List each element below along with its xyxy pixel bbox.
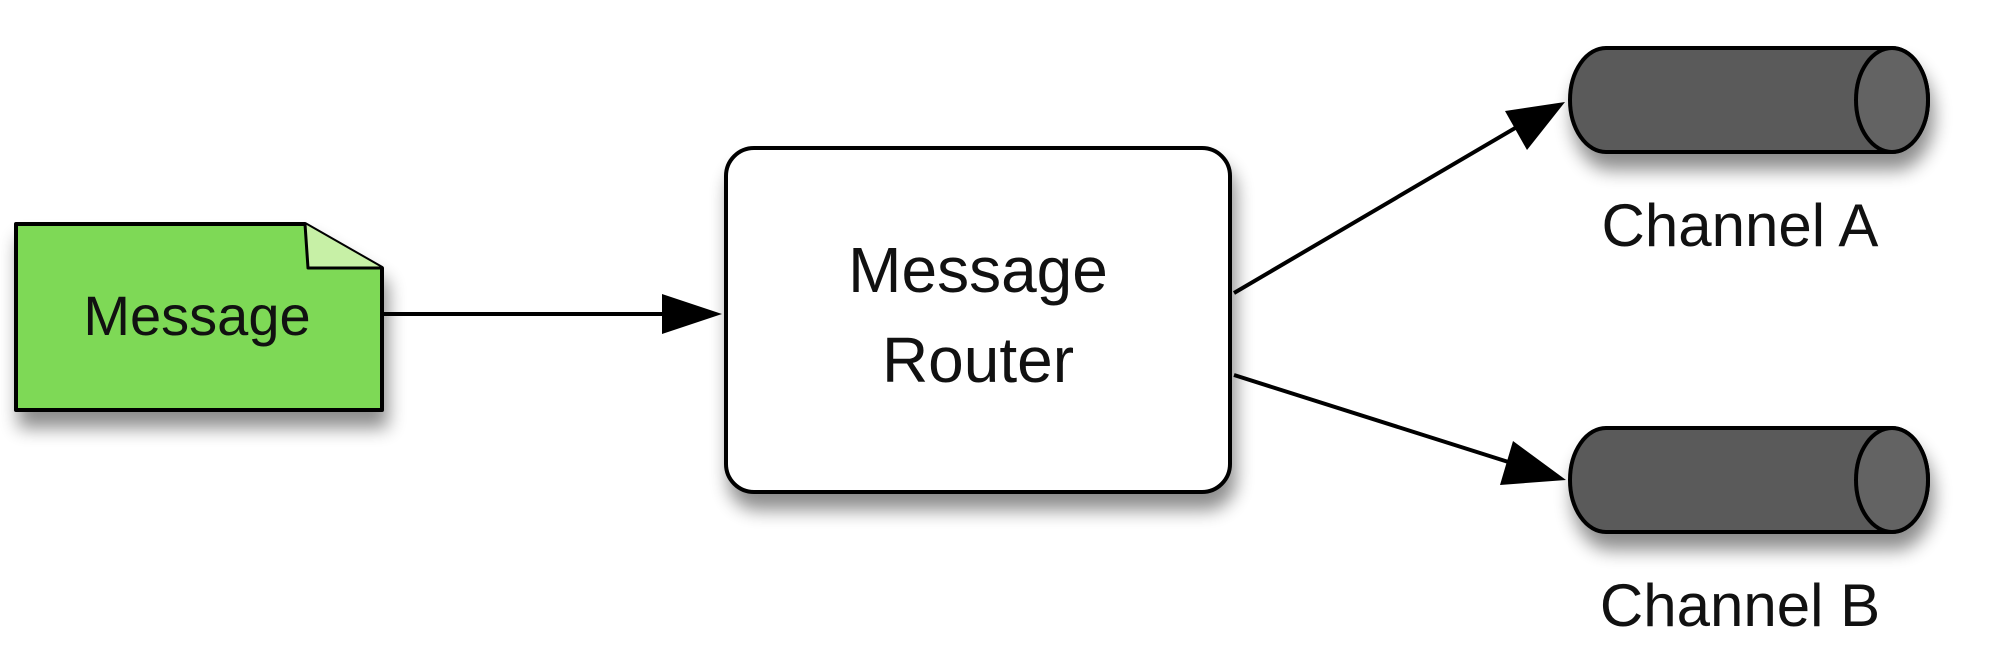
arrowhead-icon — [1500, 441, 1566, 485]
edge-router-to-channel-a — [1232, 102, 1565, 295]
router-label-line1: Message — [848, 234, 1108, 306]
edge-message-to-router — [382, 294, 722, 334]
arrowhead-icon — [1505, 102, 1565, 150]
edge-router-to-channel-b — [1233, 373, 1566, 485]
router-node — [724, 146, 1232, 494]
channel-a-node — [1568, 46, 1930, 154]
message-label: Message — [83, 284, 310, 347]
router-label-line2: Router — [882, 324, 1074, 396]
document-icon — [14, 222, 384, 412]
message-node — [14, 222, 384, 412]
arrowhead-icon — [662, 294, 722, 334]
channel-a-label: Channel A — [1602, 192, 1879, 259]
channel-b-label: Channel B — [1600, 572, 1880, 639]
channel-b-node — [1568, 426, 1930, 534]
